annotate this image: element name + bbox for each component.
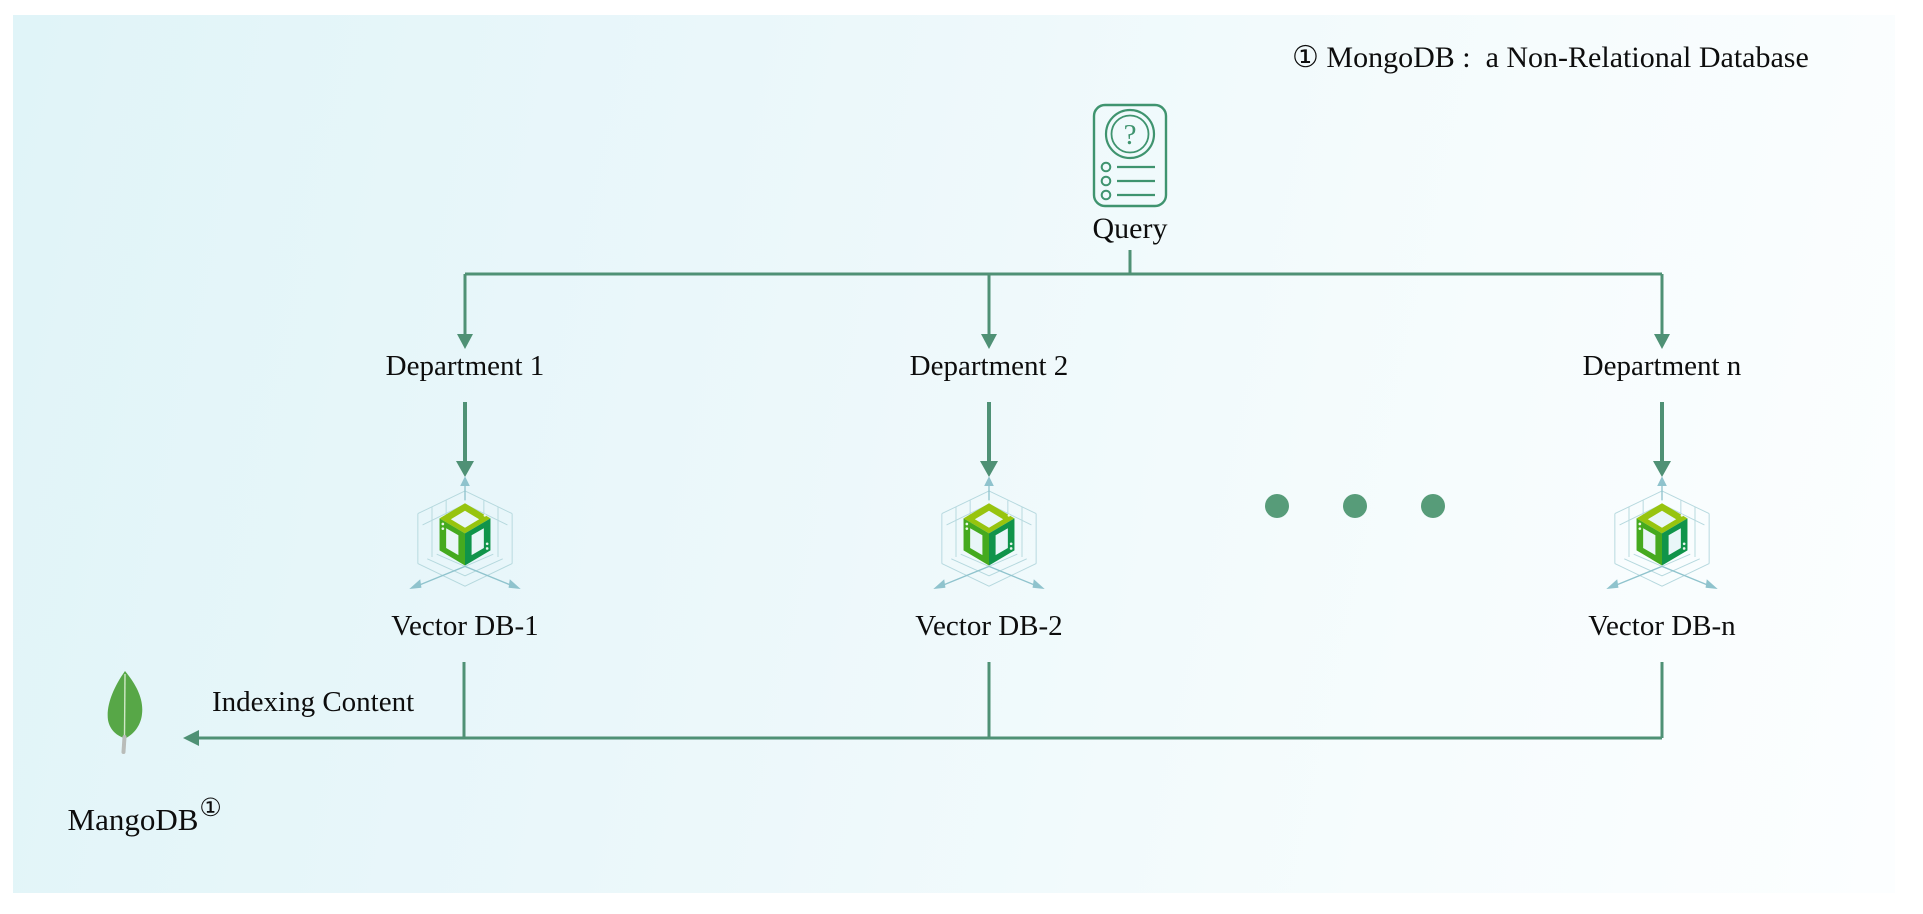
- vector-db-cube-icon: [924, 474, 1054, 611]
- vector-db-n-label: Vector DB-n: [1588, 610, 1736, 642]
- figure-panel: [13, 15, 1895, 893]
- mangodb-footnote-marker: ①: [199, 794, 222, 822]
- query-label: Query: [1092, 212, 1168, 245]
- svg-text:?: ?: [1124, 119, 1137, 151]
- query-document-icon: ?: [1092, 103, 1168, 208]
- department-2-label: Department 2: [909, 350, 1069, 382]
- vector-db-1-label: Vector DB-1: [391, 610, 539, 642]
- vector-db-cube-icon: [1597, 474, 1727, 611]
- mangodb-label: MangoDB①: [52, 766, 222, 837]
- department-n-label: Department n: [1582, 350, 1742, 382]
- vector-db-cube-icon: [400, 474, 530, 611]
- indexing-content-label: Indexing Content: [212, 686, 415, 718]
- vector-db-2-label: Vector DB-2: [915, 610, 1063, 642]
- mangodb-label-text: MangoDB: [67, 801, 199, 837]
- department-1-label: Department 1: [385, 350, 545, 382]
- mongodb-footnote: ① MongoDB : a Non-Relational Database: [1292, 41, 1809, 74]
- mongodb-leaf-icon: [103, 670, 147, 759]
